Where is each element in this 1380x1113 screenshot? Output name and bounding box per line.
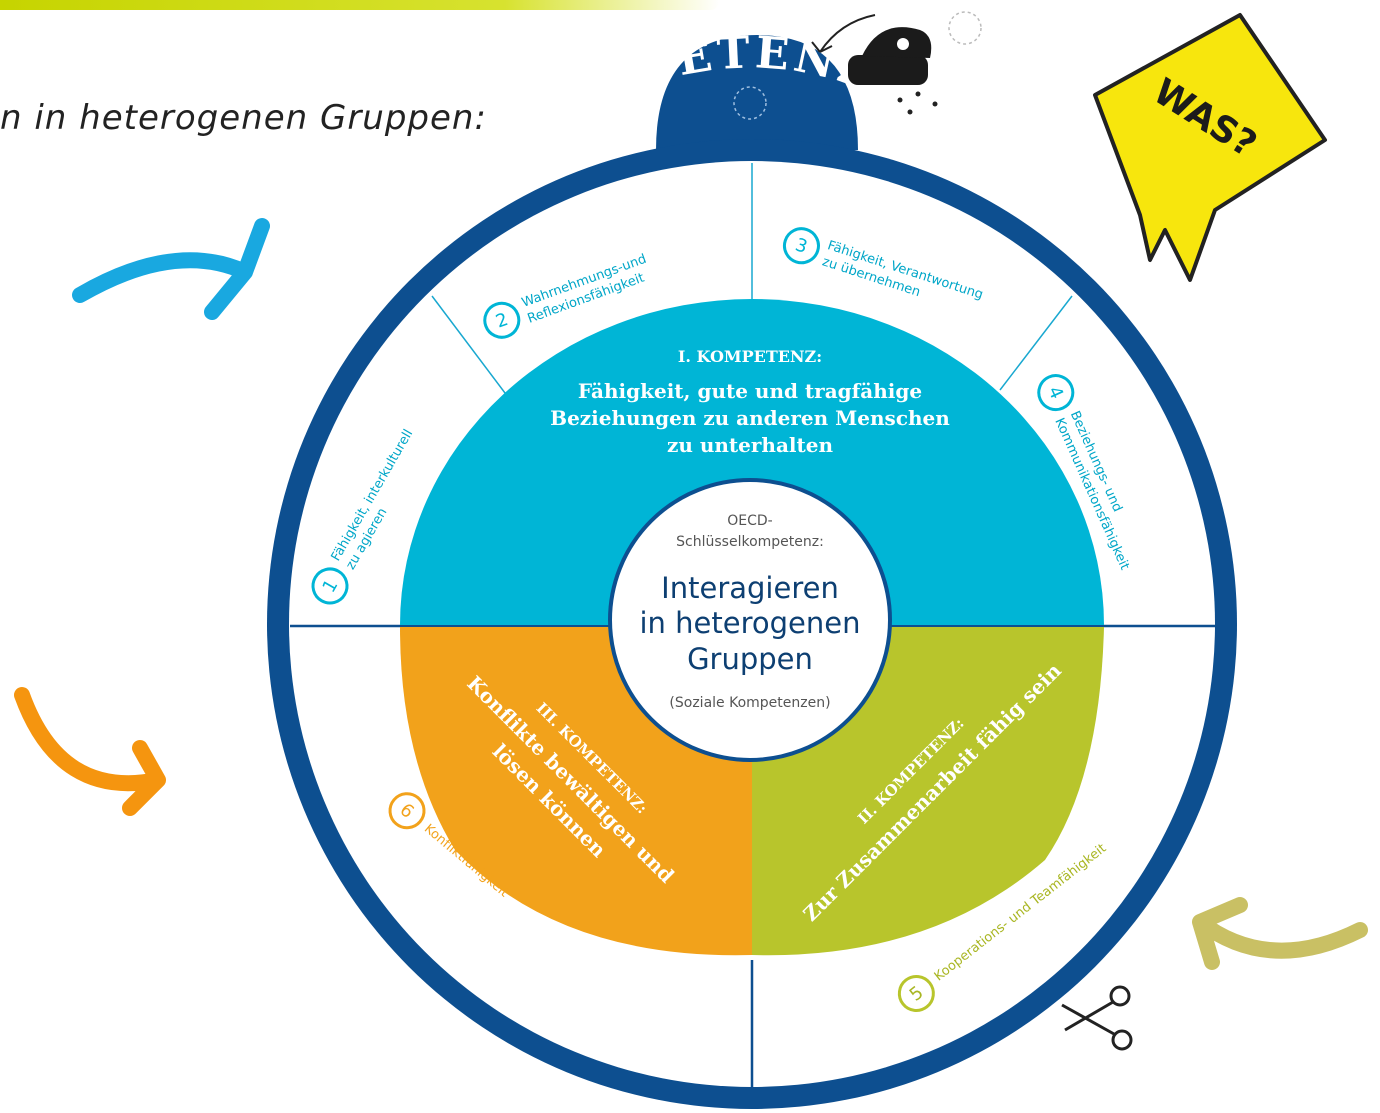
skill-1-number-badge — [311, 567, 349, 605]
skill-5-number-badge — [897, 974, 935, 1012]
competence-1-line-2: Beziehungen zu anderen Menschen — [550, 406, 950, 430]
top-accent-bar — [0, 0, 720, 10]
competence-1-line-3: zu unterhalten — [667, 433, 834, 457]
skill-4-number-badge — [1037, 374, 1075, 412]
scissors-icon — [1061, 985, 1133, 1051]
blue-arrow-icon — [72, 218, 270, 320]
olive-arrow-icon — [1192, 897, 1368, 970]
orange-arrow-icon — [14, 687, 166, 816]
center-small-label-2: Schlüsselkompetenz: — [676, 534, 824, 550]
page-heading: n in heterogenen Gruppen: — [0, 98, 487, 138]
center-main-3: Gruppen — [687, 642, 813, 676]
competence-1-text: I. KOMPETENZ: Fähigkeit, gute und tragfä… — [550, 347, 950, 457]
segment-competence-1 — [400, 299, 1104, 625]
wheel-tab — [656, 35, 858, 150]
competence-1-heading: I. KOMPETENZ: — [678, 347, 822, 366]
skill-6-number-badge — [388, 792, 426, 830]
hole-punch-icon — [811, 11, 982, 115]
cyan-dividers — [431, 163, 1073, 394]
center-circle — [608, 478, 892, 762]
center-small-label-1: OECD- — [727, 513, 772, 529]
skill-2-number-badge — [483, 301, 521, 339]
speech-bubble: WAS? — [1093, 13, 1327, 282]
center-note: (Soziale Kompetenzen) — [669, 695, 830, 711]
center-main-1: Interagieren — [661, 571, 839, 605]
center-text: OECD- Schlüsselkompetenz: Interagieren i… — [640, 513, 861, 711]
skill-3-number-badge — [782, 227, 820, 265]
center-main-2: in heterogenen — [640, 606, 861, 640]
competence-1-line-1: Fähigkeit, gute und tragfähige — [578, 379, 922, 403]
